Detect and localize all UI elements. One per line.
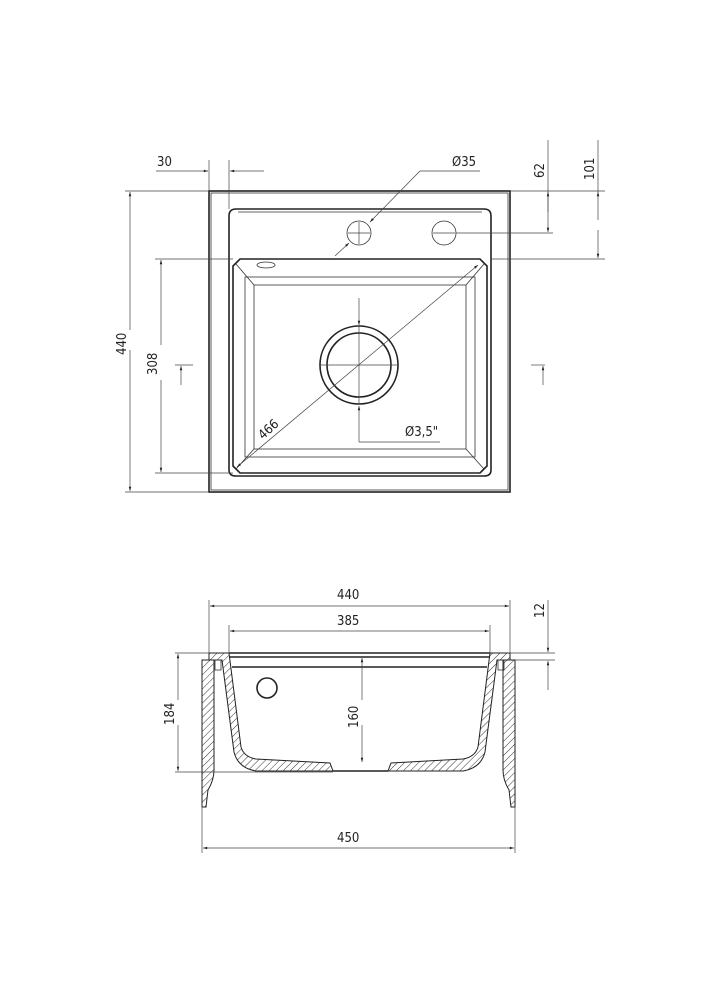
overflow-hole <box>256 677 278 699</box>
dim-overall-height: 440 <box>115 333 130 355</box>
top-view: 30 Ø35 62 101 440 308 466 Ø3,5" <box>115 140 605 493</box>
section-marker-right <box>531 364 545 385</box>
dim-overall-width: 440 <box>337 588 359 603</box>
dim-diagonal: 466 <box>256 417 283 443</box>
cabinet-wall-right <box>502 659 516 808</box>
bowl-outline <box>232 258 488 474</box>
dim-bowl-depth: 160 <box>347 706 362 728</box>
dim-drain: Ø3,5" <box>405 425 438 440</box>
deck-outline <box>228 208 492 477</box>
dim-bowl-width: 385 <box>337 614 359 629</box>
tap-hole-left <box>346 220 372 246</box>
dim-cabinet-width: 450 <box>337 831 359 846</box>
section-marker-left <box>175 364 193 385</box>
section-view: 440 385 12 184 160 450 <box>163 588 555 853</box>
dim-bowl-offset: 101 <box>583 158 598 180</box>
cabinet-wall-left <box>201 659 215 808</box>
dim-tap-offset: 62 <box>533 163 548 178</box>
dim-tap-hole: Ø35 <box>452 155 476 170</box>
dim-bowl-height: 308 <box>146 353 161 375</box>
dim-rim: 12 <box>533 603 548 618</box>
dim-edge-offset: 30 <box>157 155 172 170</box>
overflow-slot <box>256 261 276 269</box>
sink-outer-outline <box>208 190 511 493</box>
dim-total-depth: 184 <box>163 703 178 725</box>
